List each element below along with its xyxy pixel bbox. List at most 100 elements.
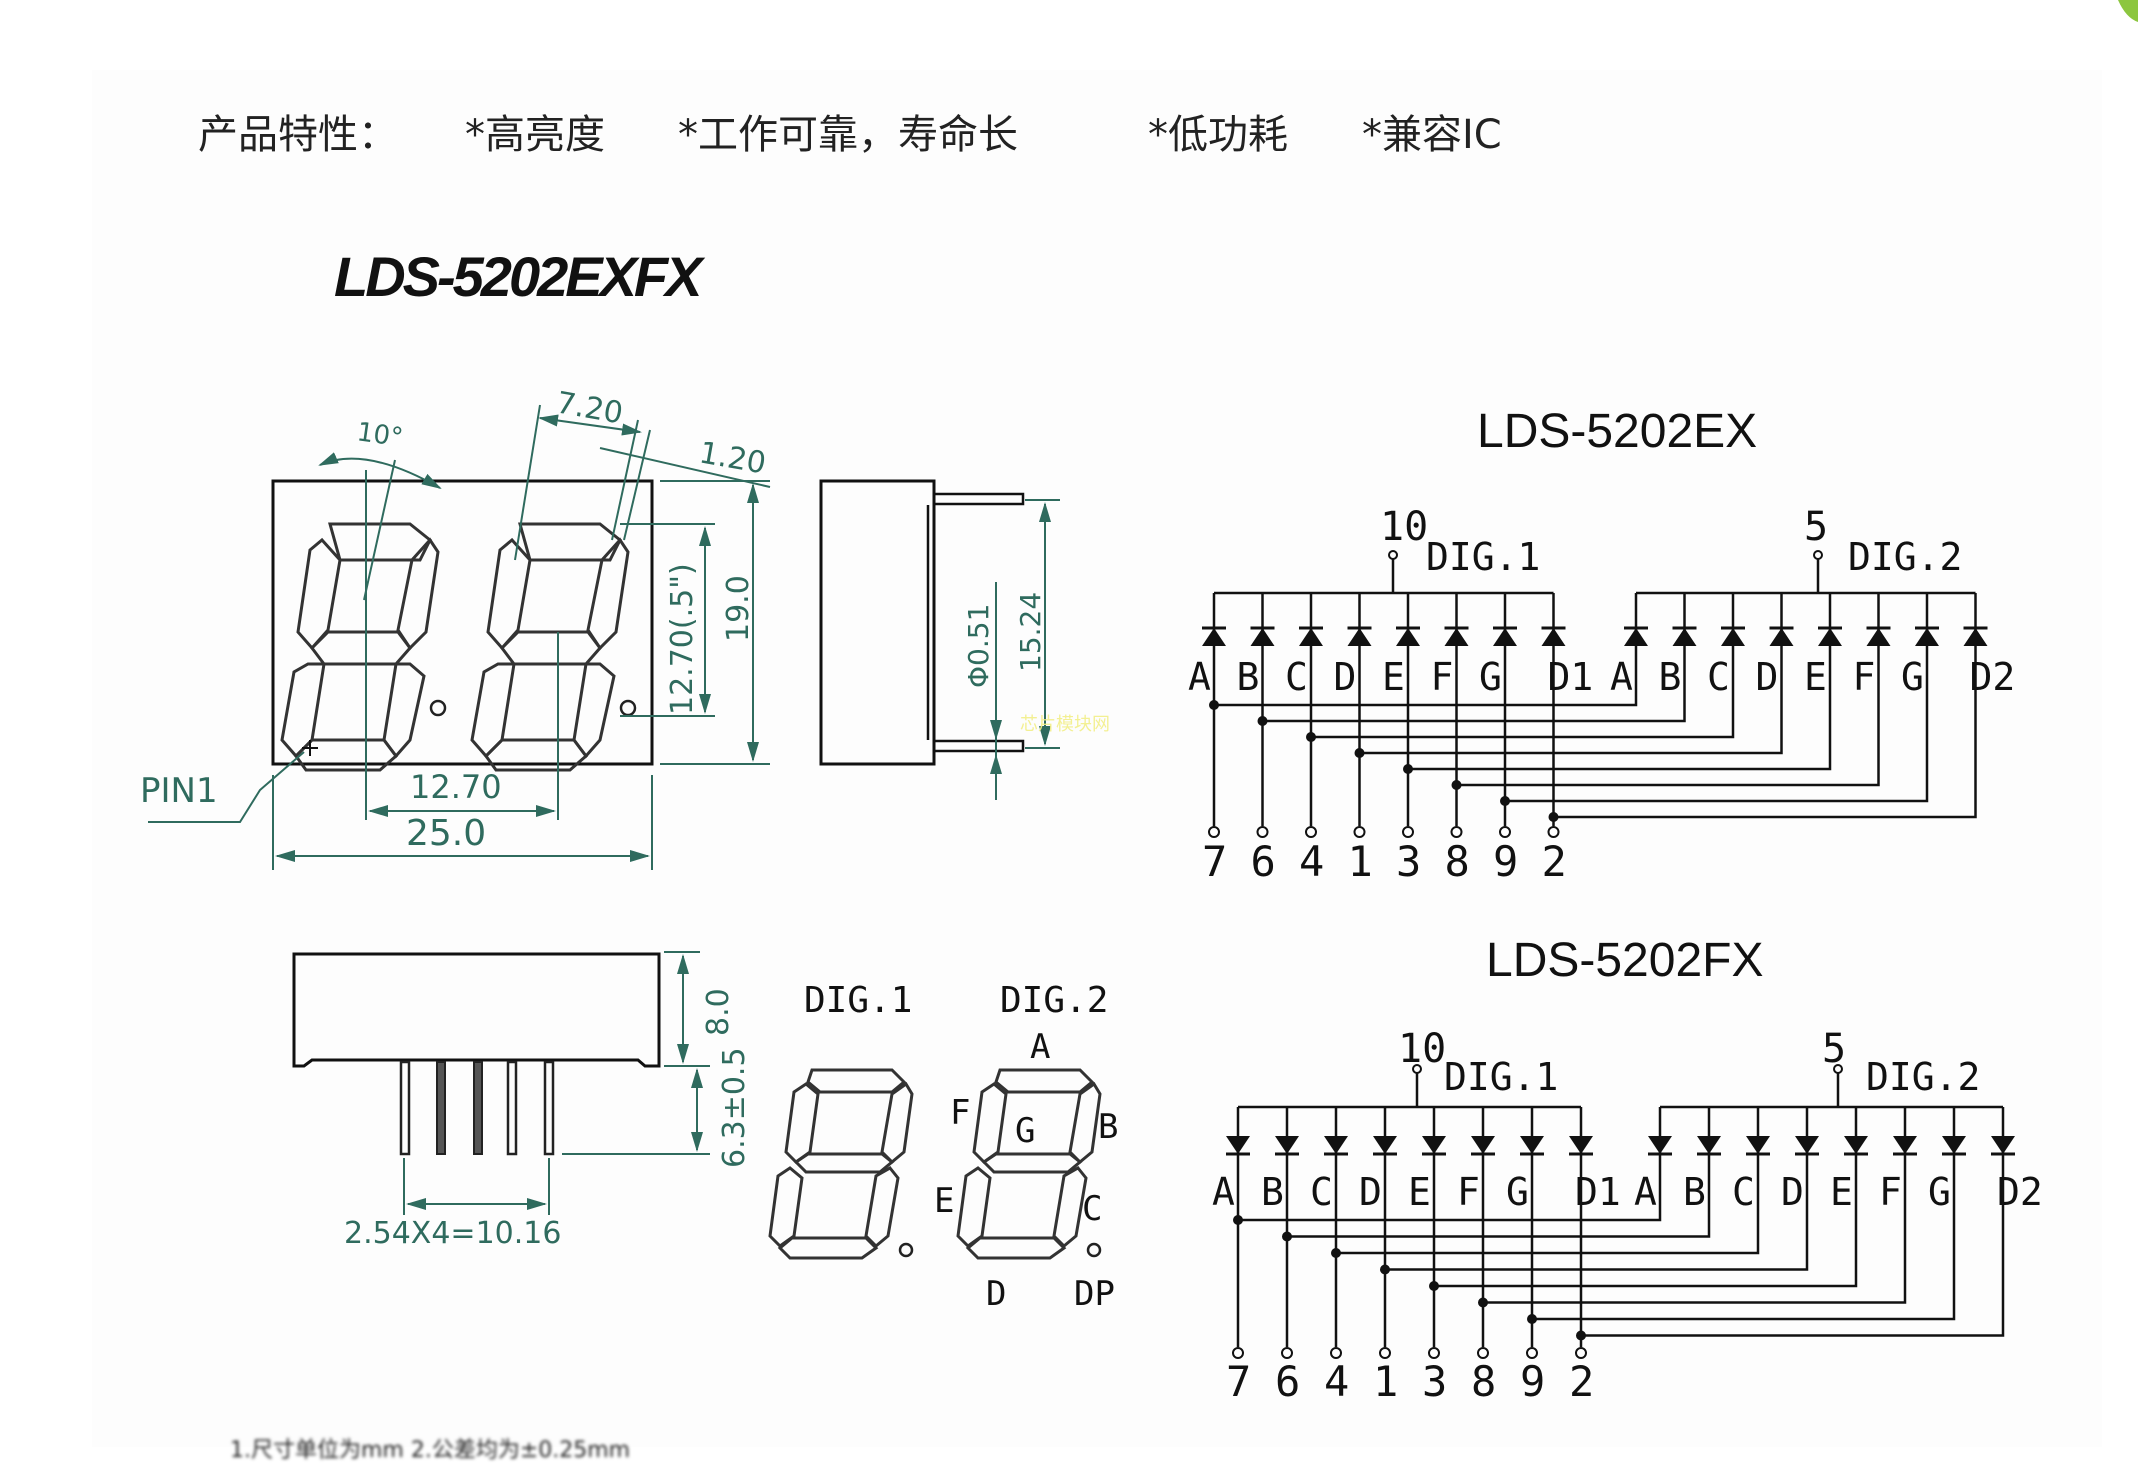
common-pin-terminal bbox=[1833, 1064, 1843, 1074]
front-view-body bbox=[271, 479, 654, 766]
diode-dig1-a bbox=[1202, 593, 1226, 650]
diode-dig2-f bbox=[1893, 1107, 1917, 1160]
diode-dig1-g bbox=[1520, 1107, 1544, 1160]
diode-dig2-d2 bbox=[1991, 1107, 2015, 1160]
pin-number: 1 bbox=[1373, 1357, 1398, 1406]
segment-crosslink bbox=[1553, 650, 1977, 819]
segment-label: D bbox=[1359, 1170, 1382, 1214]
seg-label-e: E bbox=[934, 1181, 954, 1221]
dim-pin-row-spacing: 15.24 bbox=[1014, 592, 1047, 672]
digit-label-diagram: DIG.1 DIG.2 A B C D E F G DP bbox=[768, 980, 1118, 1314]
diode-dig1-d1 bbox=[1541, 593, 1566, 650]
pin-number: 2 bbox=[1542, 837, 1567, 886]
feature-item: *兼容IC bbox=[1362, 112, 1502, 158]
dim-body-height: 19.0 bbox=[721, 575, 756, 642]
segment-label: A bbox=[1634, 1170, 1657, 1214]
dim-body-width: 25.0 bbox=[406, 813, 486, 854]
diode-dig1-f bbox=[1444, 593, 1469, 650]
segment-label: E bbox=[1804, 655, 1827, 699]
dig2-label: DIG.2 bbox=[1866, 1055, 1980, 1099]
pin-terminal bbox=[1402, 826, 1414, 838]
seg-label-g: G bbox=[1015, 1111, 1035, 1151]
segment-label: B bbox=[1659, 655, 1682, 699]
diode-dig1-d bbox=[1373, 1107, 1397, 1160]
segment-crosslink bbox=[1262, 650, 1686, 723]
segment-crosslink bbox=[1311, 650, 1735, 739]
diode-dig1-g bbox=[1493, 593, 1517, 650]
dim-digit-height: 12.70(.5") bbox=[665, 563, 700, 715]
datasheet-paper bbox=[92, 70, 2102, 1447]
segment-crosslink bbox=[1581, 1160, 2005, 1337]
segment-label: G bbox=[1506, 1170, 1529, 1214]
dig1-label: DIG.1 bbox=[804, 980, 912, 1021]
junction-dot bbox=[1306, 732, 1316, 742]
pin-number: 9 bbox=[1493, 837, 1518, 886]
dim-segment-spacing: 1.20 bbox=[697, 435, 769, 481]
segment-label: F bbox=[1457, 1170, 1480, 1214]
diode-dig2-d bbox=[1769, 593, 1794, 650]
junction-dot bbox=[1527, 1314, 1537, 1324]
segment-label: C bbox=[1310, 1170, 1333, 1214]
pin-terminal bbox=[1547, 826, 1560, 838]
pin-terminal bbox=[1499, 826, 1511, 838]
segment-label: A bbox=[1610, 655, 1633, 699]
segment-label: D bbox=[1781, 1170, 1804, 1214]
diode-dig1-c bbox=[1299, 593, 1323, 650]
pin-terminal bbox=[1477, 1347, 1489, 1359]
schematic-title: LDS-5202FX bbox=[1486, 934, 1763, 987]
diode-dig2-a bbox=[1648, 1107, 1672, 1160]
side-view: 15.24 Φ0.51 bbox=[819, 479, 1060, 800]
main-title: LDS-5202EXFX bbox=[334, 245, 706, 308]
junction-dot bbox=[1354, 748, 1365, 758]
diode-dig1-d bbox=[1347, 593, 1372, 650]
segment-label: D1 bbox=[1548, 655, 1594, 699]
diode-dig1-f bbox=[1471, 1107, 1495, 1160]
pin-number: 7 bbox=[1226, 1357, 1251, 1406]
segment-crosslink bbox=[1287, 1160, 1711, 1238]
pin-number: 6 bbox=[1275, 1357, 1300, 1406]
dig2-pin: 5 bbox=[1804, 504, 1828, 550]
seg-label-d: D bbox=[986, 1274, 1006, 1314]
segment-label: C bbox=[1707, 655, 1730, 699]
pin-number: 8 bbox=[1445, 837, 1470, 886]
pin-number: 3 bbox=[1396, 837, 1421, 886]
bottom-view-body bbox=[292, 952, 661, 1068]
junction-dot bbox=[1331, 1248, 1341, 1258]
junction-dot bbox=[1403, 764, 1413, 774]
diode-dig1-e bbox=[1422, 1107, 1446, 1160]
segment-label: G bbox=[1479, 655, 1502, 699]
pin-number: 6 bbox=[1251, 837, 1276, 886]
pin-terminal bbox=[1256, 826, 1269, 838]
diode-dig1-e bbox=[1396, 593, 1420, 650]
seg-label-a: A bbox=[1030, 1027, 1050, 1067]
label-digit-2 bbox=[956, 1068, 1102, 1260]
segment-crosslink bbox=[1505, 650, 1929, 803]
seg-label-dp: DP bbox=[1074, 1274, 1115, 1314]
pin-terminal bbox=[1281, 1347, 1293, 1359]
segment-label: B bbox=[1261, 1170, 1284, 1214]
segment-label: D bbox=[1334, 655, 1357, 699]
dig2-label: DIG.2 bbox=[1848, 535, 1962, 579]
diode-dig1-b bbox=[1275, 1107, 1299, 1160]
bottom-view: 8.0 6.3±0.5 2.54X4=10.16 bbox=[292, 951, 752, 1251]
junction-dot bbox=[1500, 796, 1510, 806]
junction-dot bbox=[1380, 1264, 1390, 1275]
pin-number: 7 bbox=[1202, 837, 1227, 886]
seg-label-b: B bbox=[1098, 1107, 1118, 1147]
label-digit-1 bbox=[768, 1068, 914, 1260]
segment-crosslink bbox=[1359, 650, 1783, 755]
segment-label: E bbox=[1382, 655, 1405, 699]
common-pin-terminal bbox=[1813, 550, 1823, 560]
junction-dot bbox=[1257, 716, 1268, 726]
pin-terminal bbox=[1526, 1347, 1538, 1359]
segment-label: E bbox=[1408, 1170, 1431, 1214]
dim-pin-pitch: 2.54X4=10.16 bbox=[344, 1216, 561, 1251]
diode-dig2-e bbox=[1844, 1107, 1868, 1160]
diode-dig2-b bbox=[1672, 593, 1697, 650]
segment-label: A bbox=[1188, 655, 1211, 699]
